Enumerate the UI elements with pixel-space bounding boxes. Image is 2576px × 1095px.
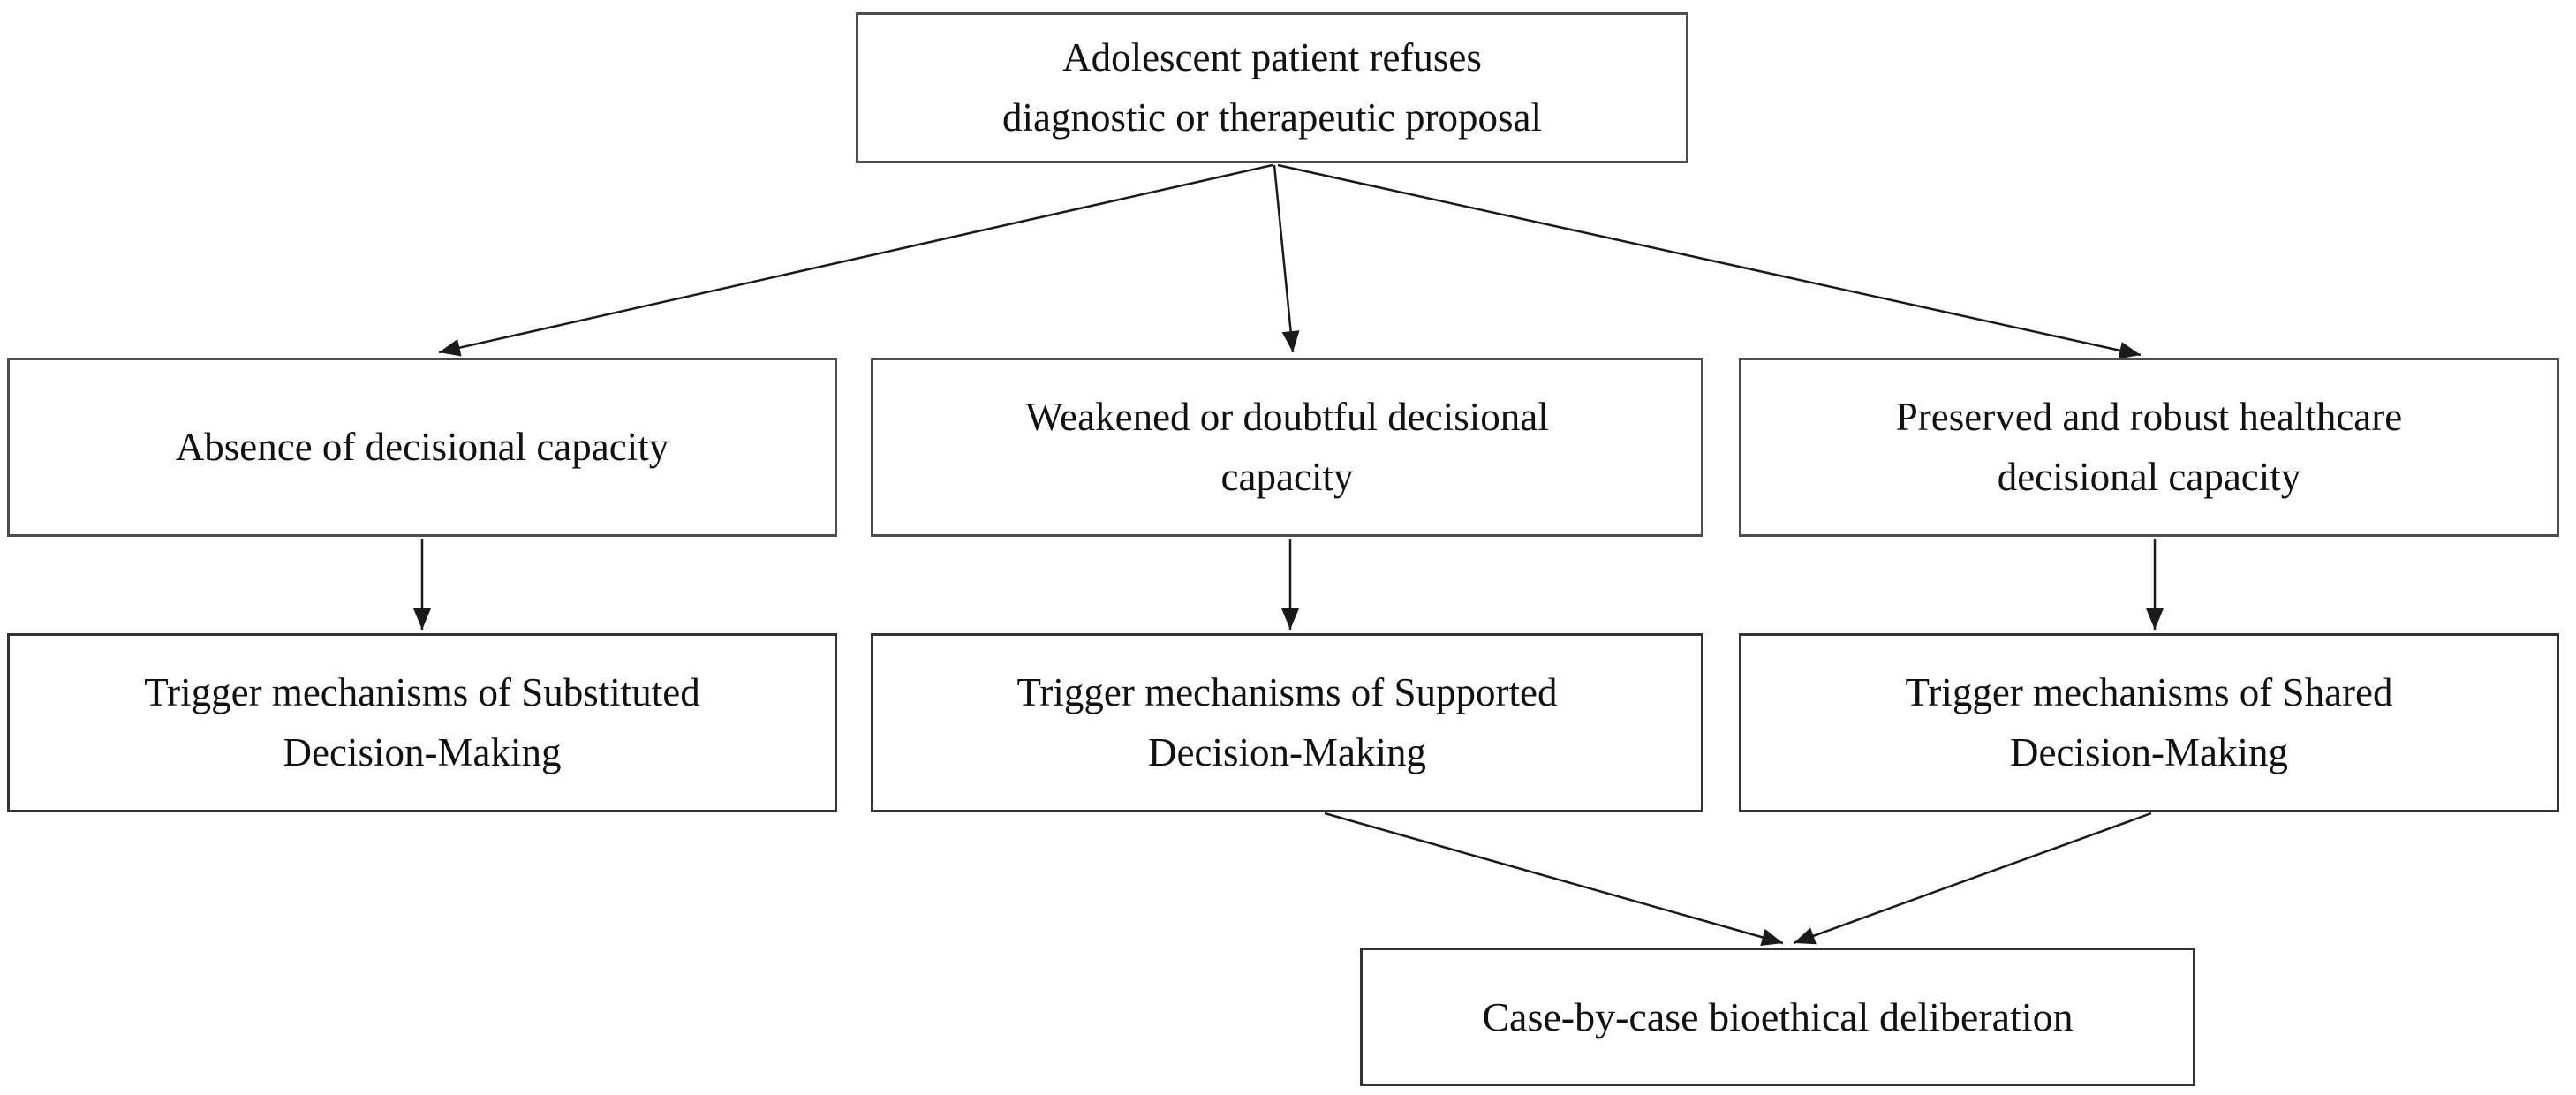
node-label-line: Trigger mechanisms of Substituted: [144, 670, 700, 714]
node-substituted-decision-making: Trigger mechanisms of Substituted Decisi…: [7, 633, 837, 812]
node-absence-capacity: Absence of decisional capacity: [7, 358, 837, 537]
edge-supported-deliberation: [1324, 812, 1784, 947]
node-bioethical-deliberation: Case-by-case bioethical deliberation: [1360, 948, 2195, 1086]
node-shared-decision-making: Trigger mechanisms of Shared Decision-Ma…: [1739, 633, 2559, 812]
edge-shared-deliberation: [1793, 812, 2152, 945]
node-label-line: Preserved and robust healthcare: [1895, 395, 2403, 439]
edge-root-absence: [438, 163, 1273, 357]
node-label-line: Case-by-case bioethical deliberation: [1482, 994, 2074, 1039]
node-label-line: Adolescent patient refuses: [1062, 35, 1482, 79]
node-preserved-capacity: Preserved and robust healthcare decision…: [1739, 358, 2559, 537]
node-supported-decision-making: Trigger mechanisms of Supported Decision…: [871, 633, 1703, 812]
node-label-line: Trigger mechanisms of Shared: [1905, 670, 2393, 714]
node-label-line: decisional capacity: [1997, 454, 2301, 499]
node-label-line: Decision-Making: [1148, 729, 1426, 774]
edge-root-weakened: [1273, 164, 1300, 353]
node-label-line: Trigger mechanisms of Supported: [1016, 670, 1558, 714]
node-root-refusal: Adolescent patient refuses diagnostic or…: [856, 12, 1688, 163]
node-label-line: Decision-Making: [2010, 729, 2288, 774]
node-label-line: diagnostic or therapeutic proposal: [1001, 94, 1543, 140]
node-label-line: capacity: [1220, 454, 1354, 499]
node-weakened-capacity: Weakened or doubtful decisional capacity: [871, 358, 1703, 537]
node-label-line: Weakened or doubtful decisional: [1025, 395, 1549, 439]
node-label-line: Decision-Making: [283, 729, 562, 774]
edge-root-preserved: [1277, 163, 2142, 359]
node-label-line: Absence of decisional capacity: [175, 424, 669, 469]
